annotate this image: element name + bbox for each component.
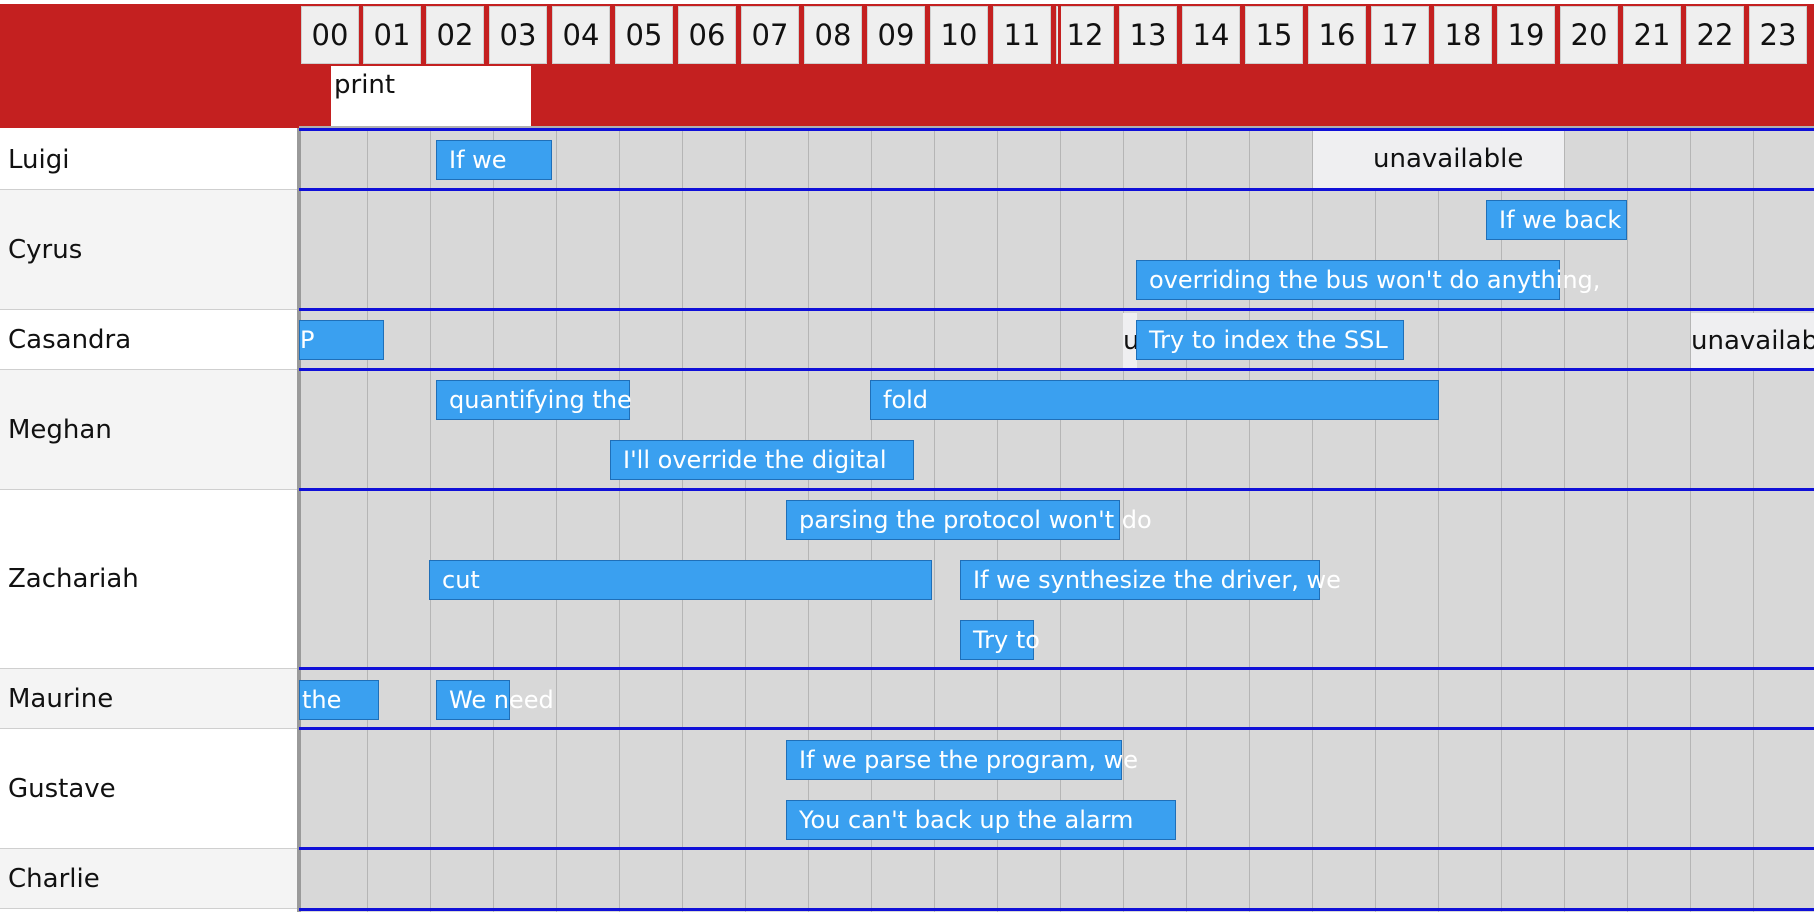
event-block[interactable]: P (299, 320, 384, 360)
row-label-casandra: Casandra (0, 310, 299, 370)
row-label-gustave: Gustave (0, 729, 299, 849)
unavailable-block: u (1123, 313, 1137, 368)
hour-01[interactable]: 01 (363, 6, 421, 64)
hour-gridline (430, 128, 431, 912)
event-block[interactable]: Try to (960, 620, 1040, 660)
row-separator (299, 488, 1814, 491)
row-label-meghan: Meghan (0, 370, 299, 490)
event-block[interactable]: If we (436, 140, 552, 180)
hour-15[interactable]: 15 (1245, 6, 1303, 64)
hour-header: 00 01 02 03 04 05 06 07 08 09 10 11 12 1… (299, 4, 1814, 64)
event-block[interactable]: You can't back up the alarm (786, 800, 1176, 840)
event-block[interactable]: overriding the bus won't do anything, (1136, 260, 1600, 300)
hour-16[interactable]: 16 (1308, 6, 1366, 64)
unavailable-label: unavailable (1691, 325, 1814, 356)
hour-09[interactable]: 09 (867, 6, 925, 64)
hour-22[interactable]: 22 (1686, 6, 1744, 64)
hour-11[interactable]: 11 (993, 6, 1051, 64)
hour-gridline (1123, 128, 1124, 912)
unavailable-block: unavailable (1691, 313, 1814, 368)
unavailable-label: u (1123, 325, 1137, 356)
hour-14[interactable]: 14 (1182, 6, 1240, 64)
event-block[interactable]: cut (429, 560, 932, 600)
event-block[interactable]: parsing the protocol won't do (786, 500, 1152, 540)
hour-gridline (1438, 128, 1439, 912)
event-block[interactable]: Try to index the SSL (1136, 320, 1404, 360)
row-label-cyrus: Cyrus (0, 190, 299, 310)
row-separator (299, 667, 1814, 670)
row-label-charlie: Charlie (0, 849, 299, 909)
hour-gridline (1186, 128, 1187, 912)
hour-gridline (1627, 128, 1628, 912)
hour-gridline (367, 128, 368, 912)
hour-gridline (493, 128, 494, 912)
hour-gridline (1312, 128, 1313, 912)
hour-gridline (1501, 128, 1502, 912)
event-block[interactable]: the (299, 680, 379, 720)
row-separator (299, 128, 1814, 131)
hour-19[interactable]: 19 (1497, 6, 1555, 64)
event-block[interactable]: If we synthesize the driver, we (960, 560, 1341, 600)
hour-gridline (1690, 128, 1691, 912)
row-separator (299, 847, 1814, 850)
current-time-marker (1058, 4, 1061, 64)
hour-07[interactable]: 07 (741, 6, 799, 64)
hour-gridline (619, 128, 620, 912)
hour-gridline (1249, 128, 1250, 912)
hour-gridline (1564, 128, 1565, 912)
hour-12[interactable]: 12 (1056, 6, 1114, 64)
hour-05[interactable]: 05 (615, 6, 673, 64)
hour-gridline (556, 128, 557, 912)
hour-21[interactable]: 21 (1623, 6, 1681, 64)
hour-18[interactable]: 18 (1434, 6, 1492, 64)
hour-23[interactable]: 23 (1749, 6, 1807, 64)
hour-gridline (1375, 128, 1376, 912)
event-block[interactable]: We need (436, 680, 554, 720)
event-block[interactable]: If we back (1486, 200, 1627, 240)
event-block[interactable]: fold (870, 380, 1439, 420)
row-separator (299, 727, 1814, 730)
hour-00[interactable]: 00 (301, 6, 359, 64)
unavailable-label: unavailable (1373, 144, 1524, 174)
hour-13[interactable]: 13 (1119, 6, 1177, 64)
row-separator (299, 188, 1814, 191)
event-block[interactable]: quantifying the (436, 380, 632, 420)
grid-left-edge (297, 128, 301, 912)
all-day-event[interactable]: print (331, 66, 531, 126)
row-separator (299, 308, 1814, 311)
unavailable-block: unavailable (1313, 130, 1564, 188)
hour-17[interactable]: 17 (1371, 6, 1429, 64)
event-block[interactable]: If we parse the program, we (786, 740, 1138, 780)
hour-06[interactable]: 06 (678, 6, 736, 64)
row-label-maurine: Maurine (0, 669, 299, 729)
hour-gridline (1753, 128, 1754, 912)
hour-03[interactable]: 03 (489, 6, 547, 64)
row-label-zachariah: Zachariah (0, 490, 299, 669)
header-corner (0, 4, 299, 128)
hour-10[interactable]: 10 (930, 6, 988, 64)
event-block[interactable]: I'll override the digital (610, 440, 914, 480)
hour-gridline (745, 128, 746, 912)
row-separator (299, 368, 1814, 371)
hour-04[interactable]: 04 (552, 6, 610, 64)
hour-08[interactable]: 08 (804, 6, 862, 64)
hour-02[interactable]: 02 (426, 6, 484, 64)
row-label-luigi: Luigi (0, 130, 299, 190)
all-day-event-band: print (299, 64, 1814, 128)
hour-gridline (682, 128, 683, 912)
hour-20[interactable]: 20 (1560, 6, 1618, 64)
row-separator (299, 908, 1814, 911)
